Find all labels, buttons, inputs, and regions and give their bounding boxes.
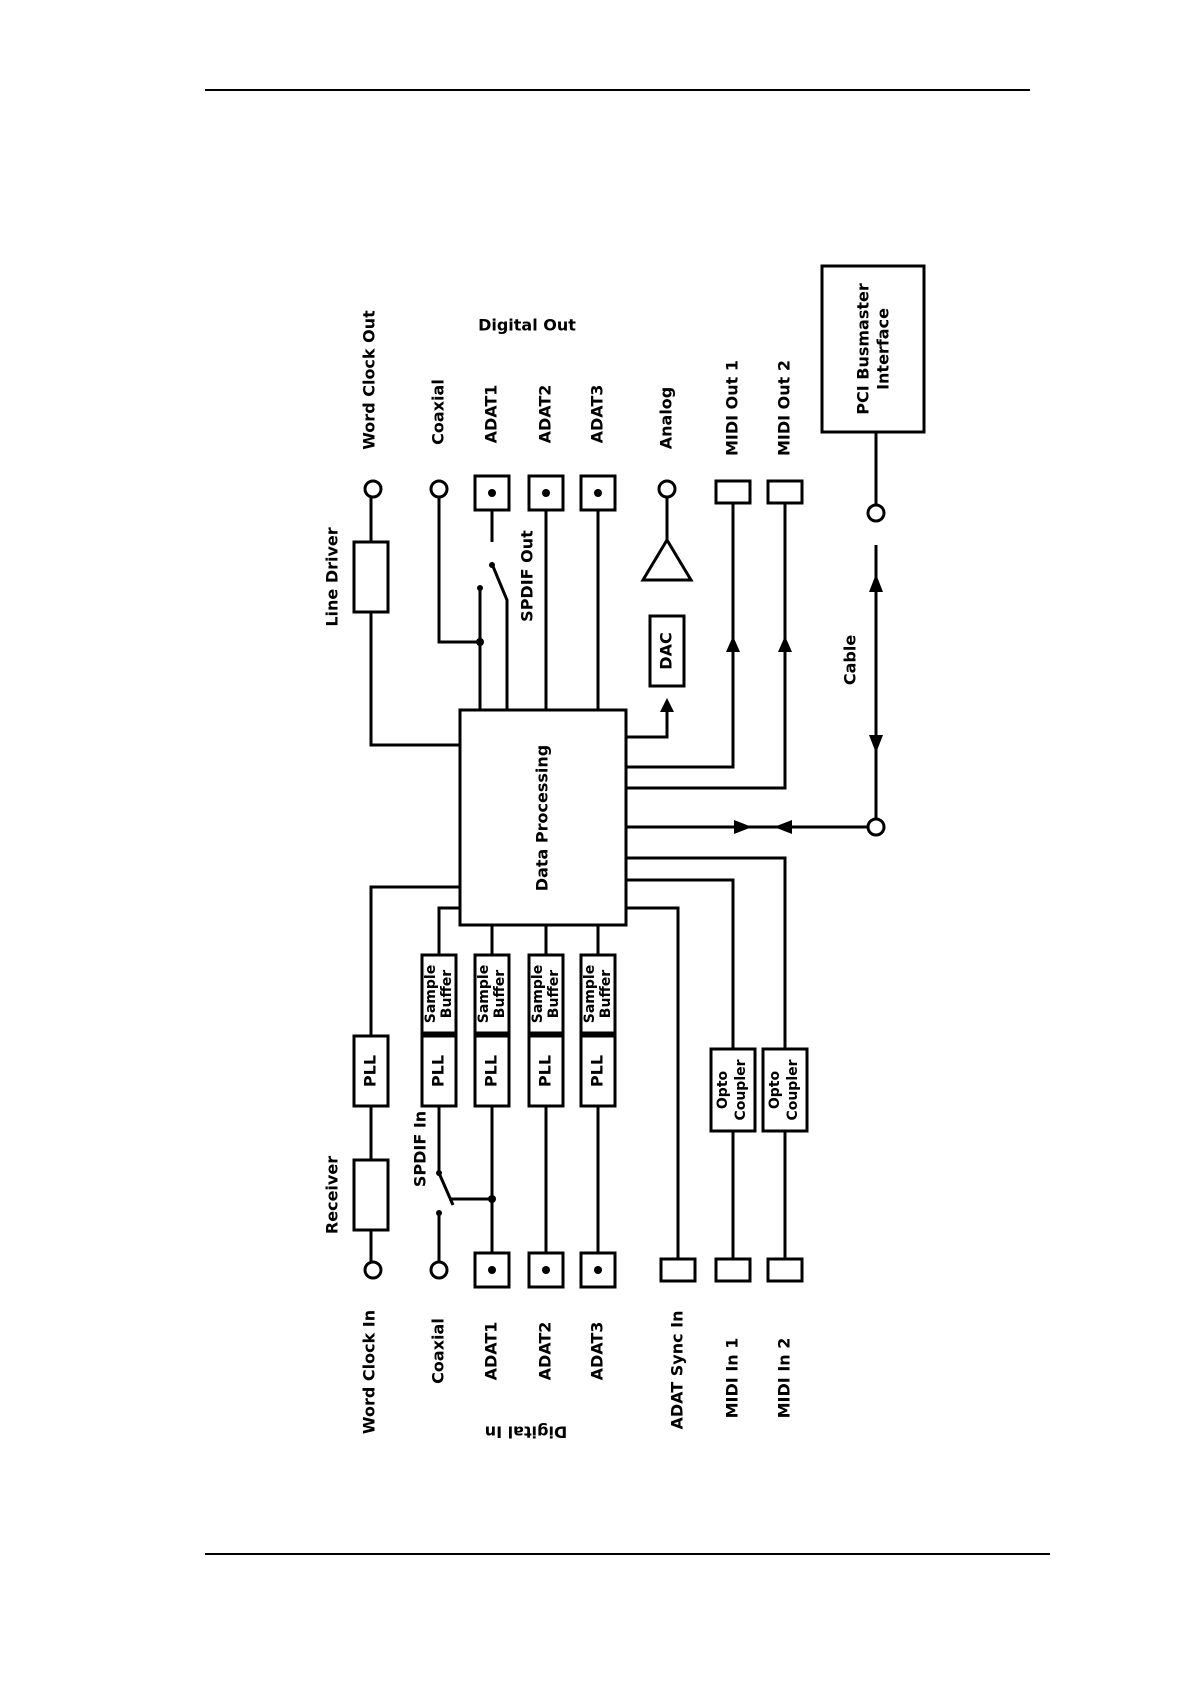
dac-label: DAC xyxy=(657,632,676,669)
data-processing-label: Data Processing xyxy=(533,745,552,891)
adat1-out-label: ADAT1 xyxy=(482,385,501,444)
cable-label: Cable xyxy=(841,635,860,685)
footer-rule xyxy=(205,1553,1050,1555)
adat-sync-in-jack xyxy=(659,1257,697,1283)
buffer-spdif-label: Buffer xyxy=(439,970,455,1018)
opto-coupler-1-block xyxy=(709,1047,757,1133)
analog-out-jack xyxy=(657,479,677,499)
coaxial-out-label: Coaxial xyxy=(429,379,448,445)
data-processing-block xyxy=(458,708,628,927)
pll-block-adat3 xyxy=(579,1034,617,1108)
midi-out-1-jack xyxy=(714,479,752,505)
coaxial-in-label: Coaxial xyxy=(429,1318,448,1384)
pll-adat2-label: PLL xyxy=(536,1055,555,1087)
adat-sync-in-label: ADAT Sync In xyxy=(668,1310,687,1429)
pll-word-clock-label: PLL xyxy=(361,1055,380,1087)
dac-block xyxy=(648,614,686,688)
coupler-1-label: Coupler xyxy=(733,1059,749,1120)
midi-out-1-label: MIDI Out 1 xyxy=(723,360,742,456)
buffer-adat3-label: Buffer xyxy=(598,970,614,1018)
midi-in-2-label: MIDI In 2 xyxy=(775,1338,794,1419)
midi-out-2-label: MIDI Out 2 xyxy=(775,360,794,456)
adat2-out-label: ADAT2 xyxy=(536,385,555,444)
pll-block-adat1 xyxy=(473,1034,511,1108)
adat1-in-jack xyxy=(473,1251,511,1289)
line-driver-block xyxy=(352,540,390,614)
amplifier-triangle xyxy=(640,537,694,582)
cable-jack-upper xyxy=(866,503,886,523)
opto-2-label: Opto xyxy=(767,1071,783,1110)
digital-in-label: Digital In xyxy=(485,1423,568,1442)
analog-label: Analog xyxy=(657,387,676,450)
adat3-out-label: ADAT3 xyxy=(588,385,607,444)
pll-spdif-label: PLL xyxy=(429,1055,448,1087)
buffer-adat2-label: Buffer xyxy=(546,970,562,1018)
word-clock-in-jack xyxy=(363,1260,383,1280)
midi-in-1-jack xyxy=(714,1257,752,1283)
opto-1-label: Opto xyxy=(715,1071,731,1110)
coaxial-out-jack xyxy=(429,479,449,499)
digital-out-label: Digital Out xyxy=(478,316,576,335)
pll-adat1-label: PLL xyxy=(482,1055,501,1087)
cable-jack-lower xyxy=(866,817,886,837)
receiver-block xyxy=(352,1158,390,1232)
midi-in-2-jack xyxy=(766,1257,804,1283)
coupler-2-label: Coupler xyxy=(785,1059,801,1120)
buffer-adat1-label: Buffer xyxy=(492,970,508,1018)
pci-busmaster-interface-block xyxy=(820,264,926,434)
spdif-out-label: SPDIF Out xyxy=(518,530,537,622)
pci-label-line1: PCI Busmaster xyxy=(854,283,873,415)
sample-adat3-label: Sample xyxy=(582,965,598,1023)
sample-spdif-label: Sample xyxy=(423,965,439,1023)
midi-in-1-label: MIDI In 1 xyxy=(723,1338,742,1419)
pll-block-adat2 xyxy=(527,1034,565,1108)
sample-adat2-label: Sample xyxy=(530,965,546,1023)
sample-buffer-adat3 xyxy=(579,953,617,1035)
pll-adat3-label: PLL xyxy=(588,1055,607,1087)
sample-buffer-adat1 xyxy=(473,953,511,1035)
midi-out-2-jack xyxy=(766,479,804,505)
adat1-in-label: ADAT1 xyxy=(482,1322,501,1381)
coaxial-in-jack xyxy=(429,1260,449,1280)
receiver-label: Receiver xyxy=(323,1156,342,1234)
word-clock-out-jack xyxy=(363,479,383,499)
word-clock-in-label: Word Clock In xyxy=(360,1310,379,1434)
adat3-in-label: ADAT3 xyxy=(588,1322,607,1381)
header-rule xyxy=(205,89,1030,91)
sample-adat1-label: Sample xyxy=(476,965,492,1023)
line-driver-label: Line Driver xyxy=(323,527,342,626)
spdif-in-label: SPDIF In xyxy=(411,1111,430,1187)
pci-label-line2: Interface xyxy=(874,308,893,390)
word-clock-out-label: Word Clock Out xyxy=(360,310,379,450)
adat2-in-label: ADAT2 xyxy=(536,1322,555,1381)
